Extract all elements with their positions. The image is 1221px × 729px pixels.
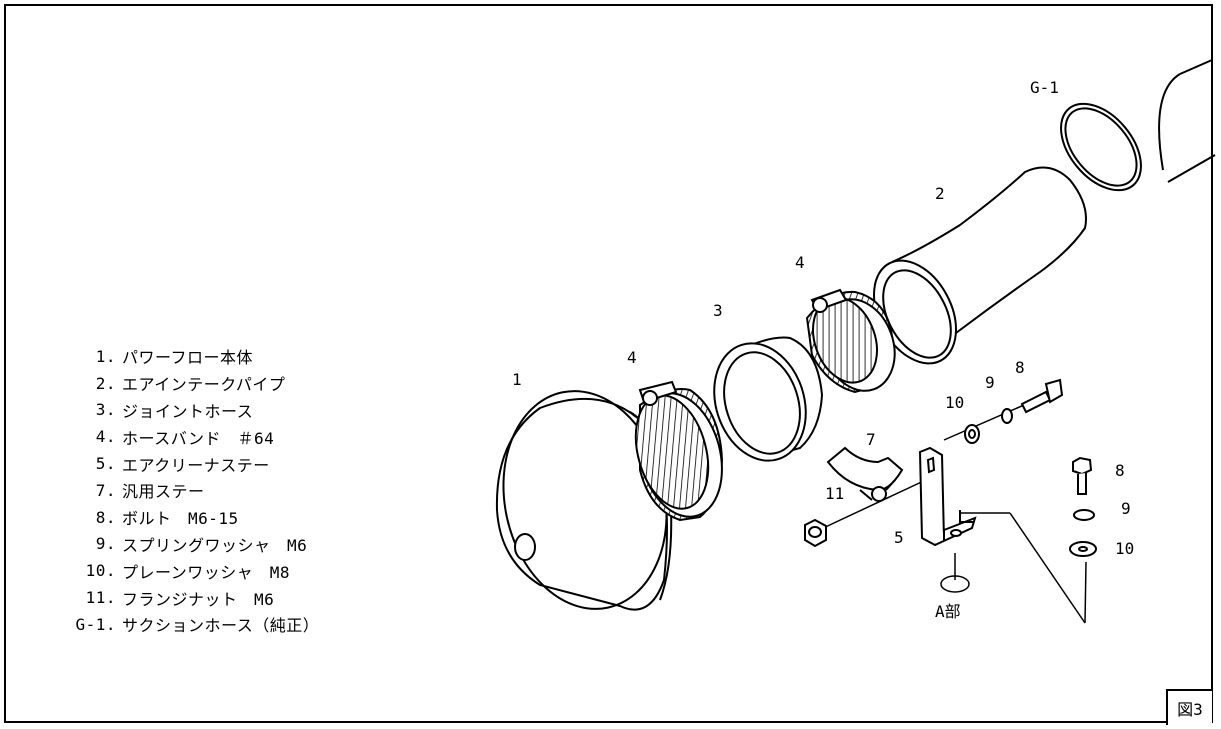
part-number: G-1. xyxy=(75,614,116,634)
part-name: サクションホース（純正） xyxy=(122,616,320,636)
part-number: 1. xyxy=(95,346,116,366)
part-number: 9. xyxy=(95,534,116,554)
part-number: 5. xyxy=(95,454,116,474)
parts-list-item: 2. エアインテークパイプ xyxy=(58,370,418,397)
parts-list-item: 10. プレーンワッシャ M8 xyxy=(58,557,418,584)
callout-4-upper: 4 xyxy=(795,253,805,272)
part-number: 10. xyxy=(85,561,116,581)
part-number: 4. xyxy=(95,427,116,447)
part-name: パワーフロー本体 xyxy=(122,348,254,368)
parts-list-item: 3. ジョイントホース xyxy=(58,397,418,424)
parts-list-item: 11. フランジナット M6 xyxy=(58,584,418,611)
callout-7: 7 xyxy=(866,430,876,449)
callout-11: 11 xyxy=(825,484,844,503)
parts-list-item: 7. 汎用ステー xyxy=(58,477,418,504)
part-name: スプリングワッシャ M6 xyxy=(122,535,308,555)
callout-3: 3 xyxy=(713,301,723,320)
hose-band-upper xyxy=(805,288,896,394)
part-number: 3. xyxy=(95,400,116,420)
part-name: ホースバンド ＃64 xyxy=(122,428,275,448)
part-name: ボルト M6-15 xyxy=(122,509,239,529)
general-stay xyxy=(826,446,904,502)
part-name: ジョイントホース xyxy=(122,401,254,421)
callout-2: 2 xyxy=(935,184,945,203)
callout-10-lower: 10 xyxy=(1115,539,1134,558)
callout-9-lower: 9 xyxy=(1121,499,1131,518)
callout-1: 1 xyxy=(512,370,522,389)
part-name: エアインテークパイプ xyxy=(122,375,286,395)
callout-9-upper: 9 xyxy=(985,373,995,392)
drawing-frame xyxy=(4,4,1213,723)
part-number: 2. xyxy=(95,373,116,393)
parts-list-item: 1. パワーフロー本体 xyxy=(58,343,418,370)
callout-4-lower: 4 xyxy=(627,348,637,367)
detail-a-leader xyxy=(940,512,1087,624)
part-name: プレーンワッシャ M8 xyxy=(122,562,290,582)
power-flow-body xyxy=(495,390,673,611)
callout-5: 5 xyxy=(894,528,904,547)
part-number: 7. xyxy=(95,480,116,500)
part-name: 汎用ステー xyxy=(122,482,205,502)
suction-hose-g1 xyxy=(1060,59,1216,192)
upper-washers-bolt xyxy=(943,378,1064,444)
part-number: 8. xyxy=(95,507,116,527)
detail-a-label: A部 xyxy=(935,602,961,621)
joint-hose xyxy=(713,336,824,462)
parts-list-item: 9. スプリングワッシャ M6 xyxy=(58,531,418,558)
parts-list-item: G-1. サクションホース（純正） xyxy=(58,611,418,638)
callout-g1: G-1 xyxy=(1030,78,1059,97)
parts-list-item: 4. ホースバンド ＃64 xyxy=(58,423,418,450)
part-name: エアクリーナステー xyxy=(122,455,270,475)
parts-list-item: 5. エアクリーナステー xyxy=(58,450,418,477)
flange-nut xyxy=(804,477,931,548)
callout-8-upper: 8 xyxy=(1015,358,1025,377)
figure-label: 図3 xyxy=(1166,689,1212,725)
callout-8-lower: 8 xyxy=(1115,461,1125,480)
lower-bolt-washers xyxy=(1069,456,1097,557)
air-cleaner-stay xyxy=(918,446,977,547)
parts-list: 1. パワーフロー本体 2. エアインテークパイプ 3. ジョイントホース 4. ホースバンド… xyxy=(58,343,418,638)
part-number: 11. xyxy=(85,588,116,608)
air-intake-pipe xyxy=(873,166,1087,365)
hose-band-lower xyxy=(634,380,724,522)
part-name: フランジナット M6 xyxy=(122,589,275,609)
callout-10-upper: 10 xyxy=(945,393,964,412)
parts-list-item: 8. ボルト M6-15 xyxy=(58,504,418,531)
